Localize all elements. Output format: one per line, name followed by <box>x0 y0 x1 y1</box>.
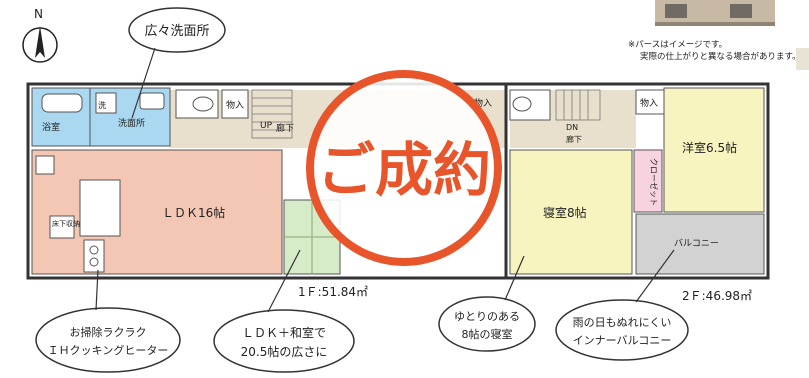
f2-western <box>663 87 765 213</box>
callout-kitchen-line2: ＩＨクッキングヒーター <box>48 343 169 357</box>
callout-ldk-line1: ＬＤＫ＋和室で <box>242 325 326 340</box>
f1-wash-machine-label: 洗 <box>98 100 106 110</box>
f1-washroom-label: 洗面所 <box>118 117 145 129</box>
f2-balcony-label: バルコニー <box>674 238 719 249</box>
sold-stamp: ご成約 <box>306 70 502 266</box>
callout-washroom: 広々洗面所 <box>128 7 226 119</box>
f2-closet <box>633 149 663 213</box>
callout-bedroom-line1: ゆとりのある <box>454 310 520 323</box>
f2-closet2-label: 物入 <box>640 97 658 109</box>
note-line2: 実際の仕上がりと異なる場合があります。 <box>640 51 801 62</box>
stamp-text: ご成約 <box>317 136 491 204</box>
f1-up-label: UP <box>260 121 273 131</box>
f2-area: 2Ｆ:46.98㎡ <box>682 289 752 303</box>
callout-bedroom: ゆとりのある 8帖の寝室 <box>438 255 536 352</box>
f1-area: 1Ｆ:51.84㎡ <box>298 285 368 299</box>
f2-western-label: 洋室6.5帖 <box>682 140 737 155</box>
storage-label: 床下収納 <box>52 219 80 228</box>
kitchen-counter <box>79 179 121 237</box>
compass-label: N <box>34 7 43 21</box>
callout-balcony-line2: インナーバルコニー <box>573 334 672 347</box>
f2-stairs <box>555 89 601 121</box>
fridge-icon <box>35 155 55 175</box>
f1-hall-label: 廊下 <box>276 122 294 134</box>
house-edge-image <box>796 48 809 70</box>
callout-ldk-line2: 20.5帖の広さに <box>241 344 328 359</box>
callout-balcony-line1: 雨の日もぬれにくい <box>573 316 672 329</box>
f1-ldk-label: ＬＤＫ16帖 <box>162 205 225 220</box>
f1-closet-label: 物入 <box>226 99 244 111</box>
callout-ldk: ＬＤＫ＋和室で 20.5帖の広さに <box>213 249 355 373</box>
house-perspective-image <box>655 0 775 26</box>
callout-bedroom-line2: 8帖の寝室 <box>462 327 513 341</box>
compass-icon <box>22 26 58 63</box>
f2-down-label: DN <box>566 123 578 132</box>
callout-kitchen: お掃除ラクラク ＩＨクッキングヒーター <box>35 269 181 373</box>
ih-cooktop <box>83 239 105 273</box>
f1-stairs <box>251 89 293 139</box>
callout-kitchen-line1: お掃除ラクラク <box>70 325 147 339</box>
f2-hall-label: 廊下 <box>566 134 582 144</box>
callout-balcony: 雨の日もぬれにくい インナーバルコニー <box>555 249 689 361</box>
f2-closet-label: クローゼット <box>649 158 659 206</box>
f1-ldk <box>31 149 283 275</box>
f2-bedroom <box>509 149 633 275</box>
f1-bath-label: 浴室 <box>42 121 60 133</box>
f2-bedroom-label: 寝室8帖 <box>543 205 587 220</box>
callout-washroom-text: 広々洗面所 <box>144 24 209 39</box>
f2-balcony <box>635 213 765 275</box>
note-line1: ※パースはイメージです。 <box>628 40 727 50</box>
